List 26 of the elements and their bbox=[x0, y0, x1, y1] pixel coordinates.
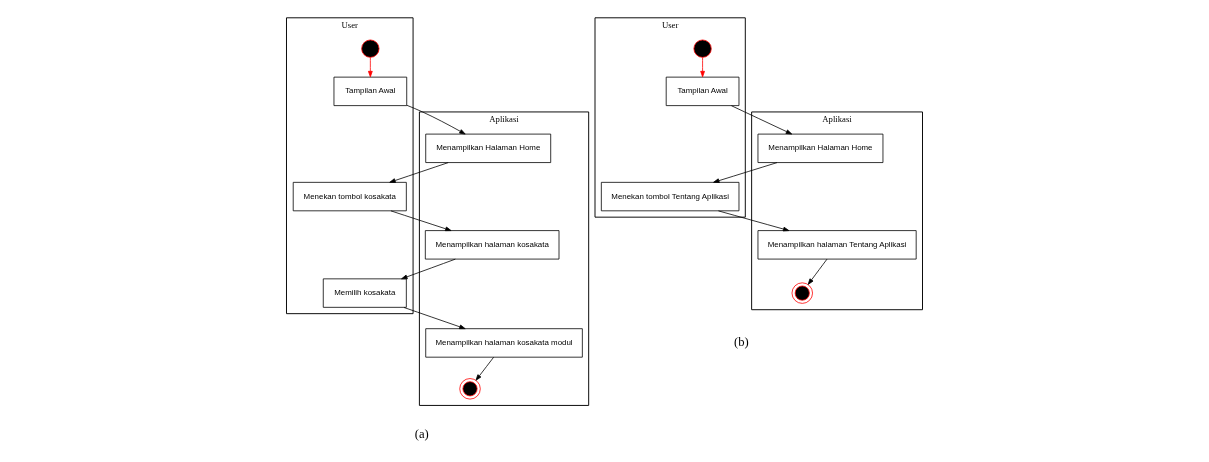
arrow bbox=[368, 57, 373, 78]
node-box: Menampilkan halaman kosakata modul bbox=[425, 328, 583, 358]
node-box: Menekan tombol kosakata bbox=[292, 181, 407, 212]
arrow bbox=[390, 210, 452, 232]
arrow bbox=[718, 210, 790, 232]
arrow bbox=[406, 104, 466, 135]
node-box: Tampilan Awal bbox=[665, 76, 740, 106]
node-box: Menampilkan halaman Tentang Aplikasi bbox=[757, 230, 917, 260]
arrow bbox=[731, 105, 793, 135]
label: (a) bbox=[414, 426, 429, 441]
node-box: Memilih kosakata bbox=[322, 278, 407, 308]
arrow bbox=[401, 258, 456, 280]
arrow bbox=[807, 258, 828, 285]
node-box: Menekan tombol Tentang Aplikasi bbox=[600, 181, 740, 212]
node-box: Menampilkan Halaman Home bbox=[757, 133, 884, 163]
node-circle bbox=[361, 39, 380, 58]
arrow bbox=[389, 162, 449, 183]
node-box: Menampilkan Halaman Home bbox=[425, 133, 552, 163]
node-box: Tampilan Awal bbox=[333, 76, 408, 106]
arrow bbox=[713, 162, 778, 183]
arrow bbox=[700, 57, 705, 78]
node-box: Menampilkan halaman kosakata bbox=[424, 230, 560, 260]
label: (b) bbox=[733, 334, 749, 349]
arrow bbox=[475, 356, 495, 381]
arrow bbox=[403, 307, 466, 330]
node-circle bbox=[693, 39, 712, 58]
